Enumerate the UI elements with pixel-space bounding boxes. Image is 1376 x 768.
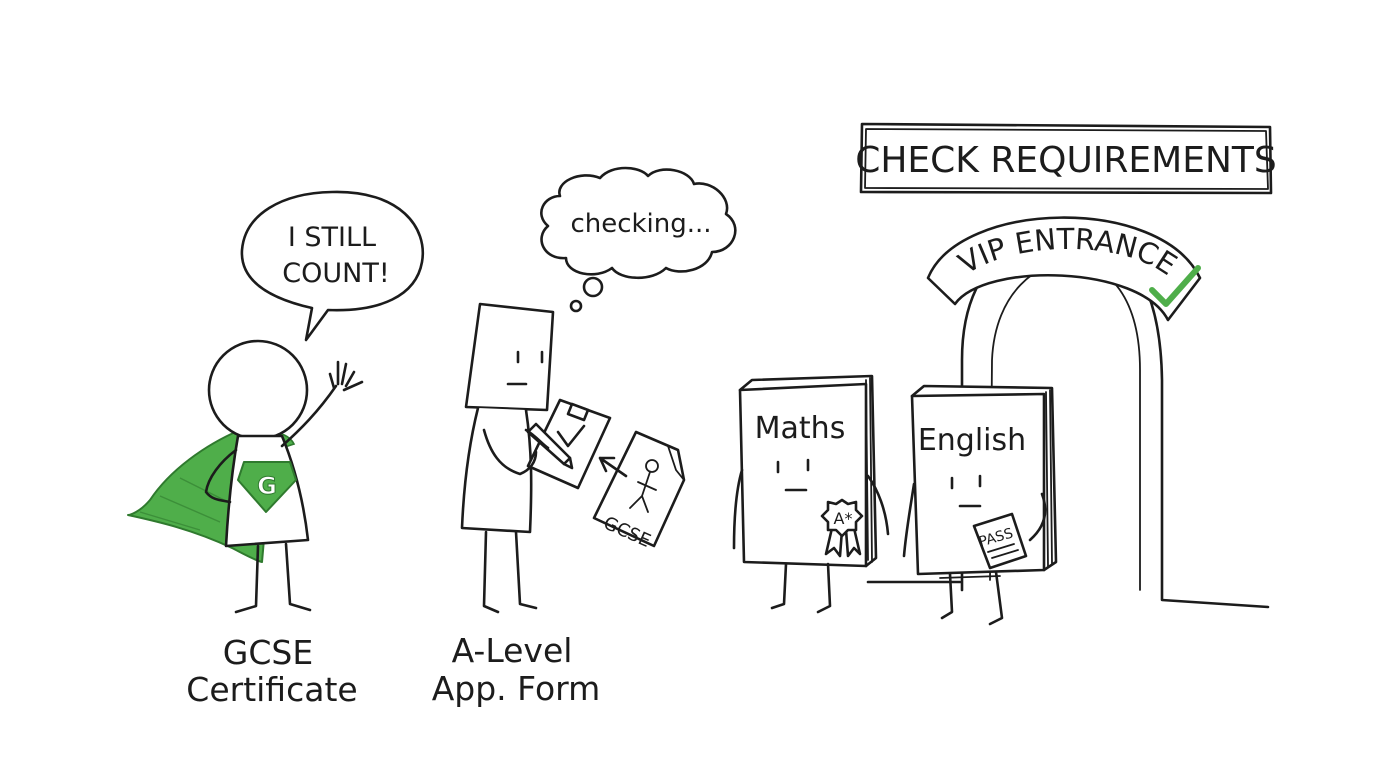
gcse-label-line-1: GCSE bbox=[223, 633, 313, 672]
gcse-paper-icon: GCSE bbox=[592, 430, 686, 552]
check-requirements-sign: CHECK REQUIREMENTS bbox=[855, 122, 1277, 195]
thought-bubble: checking... bbox=[540, 166, 737, 313]
english-book-character: English PASS bbox=[902, 384, 1058, 626]
thought-text: checking... bbox=[570, 209, 711, 239]
pass-slip-icon: PASS bbox=[972, 512, 1028, 570]
award-ribbon-icon: A* bbox=[820, 498, 864, 558]
a-level-label-line-1: A-Level bbox=[452, 631, 573, 670]
speech-line-1: I STILL bbox=[288, 222, 376, 253]
gcse-emblem bbox=[237, 461, 297, 513]
arrow-icon bbox=[598, 456, 628, 478]
emblem-letter: G bbox=[257, 472, 277, 500]
gcse-head bbox=[207, 339, 309, 441]
clipboard-checkmark-icon bbox=[556, 424, 586, 448]
maths-book-character: Maths A* bbox=[732, 374, 890, 614]
waving-hand-icon bbox=[328, 360, 364, 392]
gcse-label-line-2: Certificate bbox=[186, 670, 357, 709]
speech-line-2: COUNT! bbox=[282, 258, 389, 289]
a-level-label-line-2: App. Form bbox=[432, 669, 601, 708]
banner-checkmark-icon bbox=[1149, 265, 1201, 307]
speech-bubble: I STILL COUNT! bbox=[240, 190, 425, 342]
english-title: English bbox=[918, 423, 1026, 458]
a-level-head bbox=[464, 302, 555, 412]
gcse-certificate-character: I STILL COUNT! G GCSE Certificate bbox=[127, 190, 425, 709]
sign-text: CHECK REQUIREMENTS bbox=[855, 140, 1277, 181]
a-level-app-form-character: checking... GCSE bbox=[432, 166, 737, 708]
clipboard-icon bbox=[526, 398, 612, 490]
maths-badge: A* bbox=[834, 509, 853, 528]
maths-title: Maths bbox=[755, 411, 846, 446]
vip-entrance-arch: VIP ENTRANCE bbox=[866, 216, 1270, 609]
